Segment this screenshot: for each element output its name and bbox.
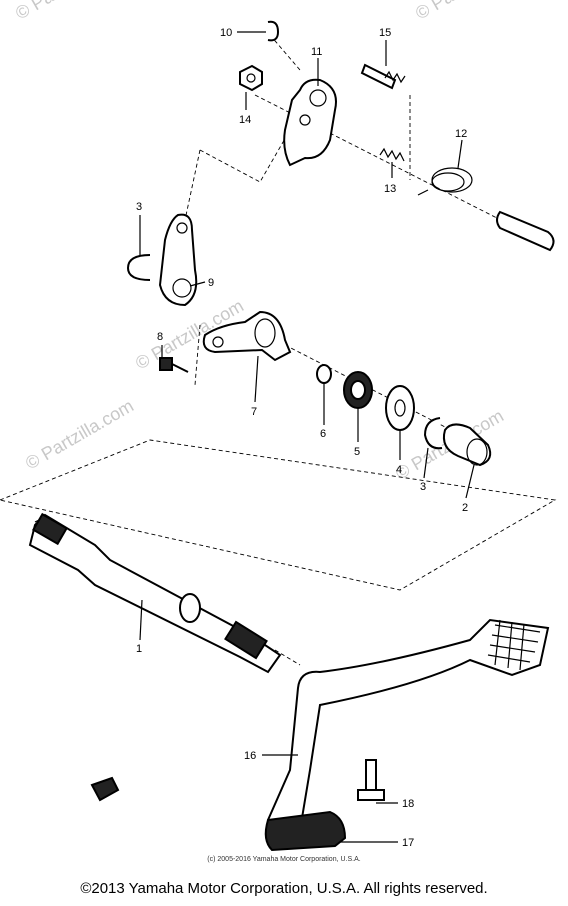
bushing-part bbox=[442, 423, 492, 467]
callout-label: 3 bbox=[136, 201, 142, 213]
callout-label: 1 bbox=[136, 643, 142, 655]
shaft-pin-part bbox=[496, 210, 555, 252]
lever-hole bbox=[176, 222, 188, 234]
leader-line bbox=[423, 447, 429, 479]
callout-label: 3 bbox=[420, 481, 426, 493]
bushing-hole bbox=[466, 438, 488, 466]
callout-label: 8 bbox=[157, 331, 163, 343]
callout-label: 9 bbox=[208, 277, 214, 289]
assembly-line bbox=[194, 324, 201, 386]
lever-hole bbox=[172, 278, 192, 298]
page-copyright-footer: ©2013 Yamaha Motor Corporation, U.S.A. A… bbox=[80, 880, 488, 897]
collar-hole bbox=[350, 380, 366, 400]
nut-hole bbox=[246, 73, 256, 83]
callout-label: 7 bbox=[251, 406, 257, 418]
assembly-line bbox=[199, 129, 291, 183]
torsion-spring-arm bbox=[417, 189, 429, 196]
assembly-line bbox=[184, 149, 201, 221]
nut-part bbox=[239, 64, 263, 92]
watermark: © Partzilla.com bbox=[12, 0, 127, 23]
leader-lines bbox=[139, 31, 475, 843]
shift-arm-part bbox=[202, 310, 292, 362]
shift-shaft-part bbox=[28, 512, 282, 674]
assembly-line bbox=[269, 34, 301, 71]
pin-part bbox=[360, 63, 397, 90]
circlip-part bbox=[423, 417, 443, 450]
leader-line bbox=[139, 599, 143, 641]
callout-label: 12 bbox=[455, 128, 467, 140]
clip-part bbox=[267, 20, 280, 42]
callout-label: 10 bbox=[220, 27, 232, 39]
leader-line bbox=[457, 139, 463, 169]
shift-bracket-part bbox=[283, 78, 337, 167]
o-ring-part bbox=[316, 364, 332, 384]
callout-label: 5 bbox=[354, 446, 360, 458]
callout-label: 14 bbox=[239, 114, 251, 126]
shift-lever-part bbox=[158, 213, 198, 307]
callout-label: 4 bbox=[396, 464, 402, 476]
callout-label: 15 bbox=[379, 27, 391, 39]
pin-spring bbox=[384, 70, 406, 84]
callout-label: 6 bbox=[320, 428, 326, 440]
callouts: 10 11 15 14 12 13 3 9 8 7 6 5 4 3 2 1 16… bbox=[136, 27, 468, 849]
spring-part bbox=[379, 147, 405, 162]
circlip-part bbox=[126, 254, 151, 281]
torsion-spring-coil bbox=[431, 172, 465, 192]
washer-part bbox=[385, 385, 415, 431]
leader-line bbox=[254, 355, 259, 403]
pedal-bolt-part bbox=[365, 759, 377, 791]
callout-label: 2 bbox=[462, 502, 468, 514]
watermark: © Partzilla.com bbox=[412, 0, 527, 23]
watermark: © Partzilla.com bbox=[22, 395, 137, 473]
bracket-hole bbox=[309, 89, 327, 107]
bolt-shaft bbox=[171, 363, 189, 373]
callout-label: 13 bbox=[384, 183, 396, 195]
watermark-layer: © Partzilla.com © Partzilla.com © Partzi… bbox=[12, 0, 527, 483]
diagram-copyright: (c) 2005-2016 Yamaha Motor Corporation, … bbox=[207, 856, 361, 863]
callout-label: 18 bbox=[402, 798, 414, 810]
arm-hole bbox=[254, 318, 276, 348]
leader-line bbox=[465, 464, 475, 499]
leader-line bbox=[189, 281, 206, 287]
bracket-hole bbox=[299, 114, 311, 126]
assembly-line bbox=[274, 649, 301, 666]
arm-hole bbox=[212, 336, 224, 348]
change-pedal-part bbox=[264, 618, 550, 852]
callout-label: 16 bbox=[244, 750, 256, 762]
washer-hole bbox=[394, 399, 406, 417]
pedal-bolt-head bbox=[357, 789, 385, 801]
yamaha-mark bbox=[90, 776, 120, 802]
callout-label: 11 bbox=[311, 46, 322, 58]
callout-label: 17 bbox=[402, 837, 414, 849]
assembly-line bbox=[0, 439, 557, 591]
bolt-head-part bbox=[159, 357, 173, 371]
